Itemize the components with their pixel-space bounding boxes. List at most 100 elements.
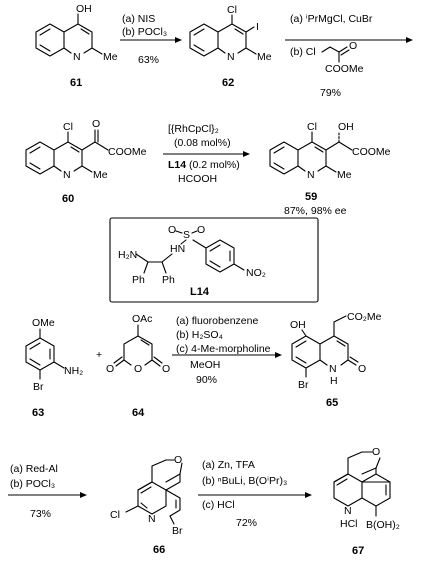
condition-b: (b) POCl₃ [10,478,55,490]
condition-c: (c) 4-Me-morpholine [176,343,271,355]
atom-ph1: Ph [132,274,145,286]
catalyst-loading: (0.08 mol%) [174,137,231,149]
atom-o: O [372,446,380,458]
atom-boh2: B(OH)₂ [366,519,400,531]
atom-o-ring: O [134,363,142,375]
atom-cl: Cl [63,121,73,133]
atom-n: N [227,51,235,63]
atom-n: N [148,513,156,525]
condition-d: MeOH [190,359,220,371]
compound-label-62: 62 [222,77,234,89]
atom-me: Me [93,169,108,181]
compound-64: OAc O O O 64 [106,313,170,419]
compound-label-65: 65 [326,397,338,409]
reaction-step-6: (a) Zn, TFA (b) ⁿBuLi, B(OⁱPr)₃ (c) HCl … [198,459,312,529]
ligand-loading: (0.2 mol%) [189,159,240,171]
compound-label-59: 59 [305,191,317,203]
compound-62: Cl I N Me 62 [189,4,272,89]
result: 87%, 98% ee [284,205,347,217]
atom-ph2: Ph [162,274,175,286]
condition-a: (a) NIS [122,13,155,25]
condition-c: (c) HCl [202,499,235,511]
atom-n: N [63,169,71,181]
atom-co2me: CO₂Me [347,311,382,323]
atom-o1: O [168,224,176,236]
compound-63: OMe NH₂ Br 63 [25,317,83,419]
atom-hcl: HCl [340,518,358,530]
atom-me: Me [103,51,118,63]
reaction-step-1: (a) NIS (b) POCl₃ 63% [120,13,182,66]
arrowhead-icon [275,352,282,358]
compound-label-61: 61 [70,77,82,89]
condition-a: (a) Red-Al [10,463,58,475]
yield: 72% [236,517,257,529]
ligand-label: L14 [190,286,210,298]
pyridine-ring [63,23,93,54]
atom-br: Br [172,525,183,537]
arrowhead-icon [406,37,413,43]
atom-oh: OH [338,121,354,133]
atom-me: Me [337,169,352,181]
atom-n: N [307,169,315,181]
atom-cl: Cl [227,4,237,16]
atom-oh: OH [76,3,92,15]
atom-ome: OMe [32,317,55,329]
acid: HCOOH [178,173,217,185]
atom-h: H [330,375,338,387]
atom-br: Br [33,381,44,393]
svg-text:O: O [349,40,357,52]
reaction-step-5: (a) Red-Al (b) POCl₃ 73% [8,463,87,520]
atom-i: I [256,21,259,33]
arrowhead-icon [243,151,250,157]
compound-65: OH CO₂Me O N H Br 65 [290,311,382,409]
atom-n: N [344,505,352,517]
atom-o: O [174,454,182,466]
atom-cl: Cl [110,509,120,521]
atom-o-carbonyl-1: O [106,363,114,375]
condition-b: (b) Cl [290,46,316,58]
condition-a: (a) fluorobenzene [176,315,258,327]
arrowhead-icon [305,492,312,498]
atom-coome: COOMe [108,146,147,158]
compound-label-60: 60 [62,193,74,205]
atom-o: O [358,363,366,375]
yield: 63% [138,54,159,66]
condition-a: (a) Zn, TFA [202,459,255,471]
atom-cl: Cl [307,121,317,133]
atom-o2: O [197,224,205,236]
atom-oac: OAc [132,313,152,325]
ligand: L14 [168,159,186,171]
yield: 90% [196,374,217,386]
atom-o-carbonyl-2: O [162,363,170,375]
atom-h2n: H₂N [118,249,137,261]
catalyst: [{RhCpCl}₂ [168,123,219,135]
yield: 73% [30,508,51,520]
compound-66: O Cl N Br 66 [110,454,183,556]
compound-label-64: 64 [132,407,145,419]
arrowhead-icon [80,492,87,498]
condition-b-ester: COOMe [325,63,364,75]
ligand-box-border [109,217,319,303]
compound-label-66: 66 [153,544,165,556]
ligand-l14-box: S O O HN H₂N Ph Ph NO₂ L14 [109,217,319,303]
atom-hn: HN [170,243,185,255]
atom-no2: NO₂ [246,267,266,279]
condition-b: (b) ⁿBuLi, B(OⁱPr)₃ [202,475,287,487]
reaction-step-4: (a) fluorobenzene (b) H₂SO₄ (c) 4-Me-mor… [172,315,282,386]
compound-67: O N HCl B(OH)₂ 67 [333,446,400,557]
arrowhead-icon [175,37,182,43]
atom-n: N [329,363,337,375]
atom-s: S [183,229,190,241]
compound-60: Cl O COOMe N Me 60 [25,118,147,205]
atom-o: O [92,118,100,130]
atom-coome: COOMe [352,146,391,158]
compound-59: Cl OH COOMe N Me 59 87%, 98% ee [269,121,391,217]
atom-n: N [73,51,81,63]
condition-b: (b) H₂SO₄ [176,329,223,341]
compound-label-67: 67 [352,545,364,557]
atom-oh: OH [290,319,306,331]
condition-a: (a) ⁱPrMgCl, CuBr [290,13,373,25]
reaction-step-2: (a) ⁱPrMgCl, CuBr (b) Cl O COOMe 79% [285,13,413,99]
compound-label-63: 63 [32,407,44,419]
